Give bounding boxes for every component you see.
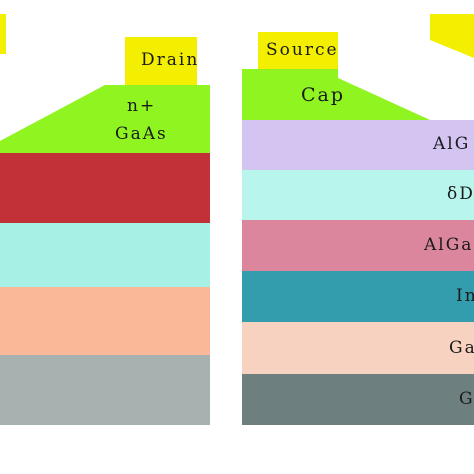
- right-cap-label: Cap: [301, 84, 346, 106]
- right-layer-2-label: δD: [447, 184, 474, 204]
- source-contact: [258, 32, 338, 69]
- right-layer-4: [242, 271, 474, 322]
- left-layer-3: [0, 287, 210, 355]
- right-layer-6-label: G: [459, 389, 474, 409]
- right-layer-5-label: Ga: [449, 338, 474, 358]
- left-layer-2: [0, 223, 210, 287]
- left-cap: [0, 85, 210, 153]
- right-layer-3: [242, 220, 474, 271]
- source-label: Source: [266, 40, 339, 60]
- right-layer-6: [242, 374, 474, 425]
- drain-contact: [125, 37, 197, 85]
- right-layer-1-label: AlG: [433, 134, 471, 154]
- right-layer-1: [242, 120, 474, 170]
- left-cap-label-line2: GaAs: [115, 124, 168, 144]
- right-layer-3-label: AlGa: [424, 235, 474, 255]
- left-cap-label-line1: n+: [127, 96, 157, 116]
- left-layer-4: [0, 355, 210, 425]
- left-edge-contact: [0, 14, 6, 54]
- right-layer-5: [242, 322, 474, 374]
- right-edge-contact: [430, 14, 474, 58]
- right-cap: [242, 69, 474, 140]
- right-layer-4-label: In: [456, 286, 474, 306]
- right-layer-2: [242, 170, 474, 220]
- left-layer-1: [0, 153, 210, 223]
- drain-label: Drain: [141, 50, 200, 70]
